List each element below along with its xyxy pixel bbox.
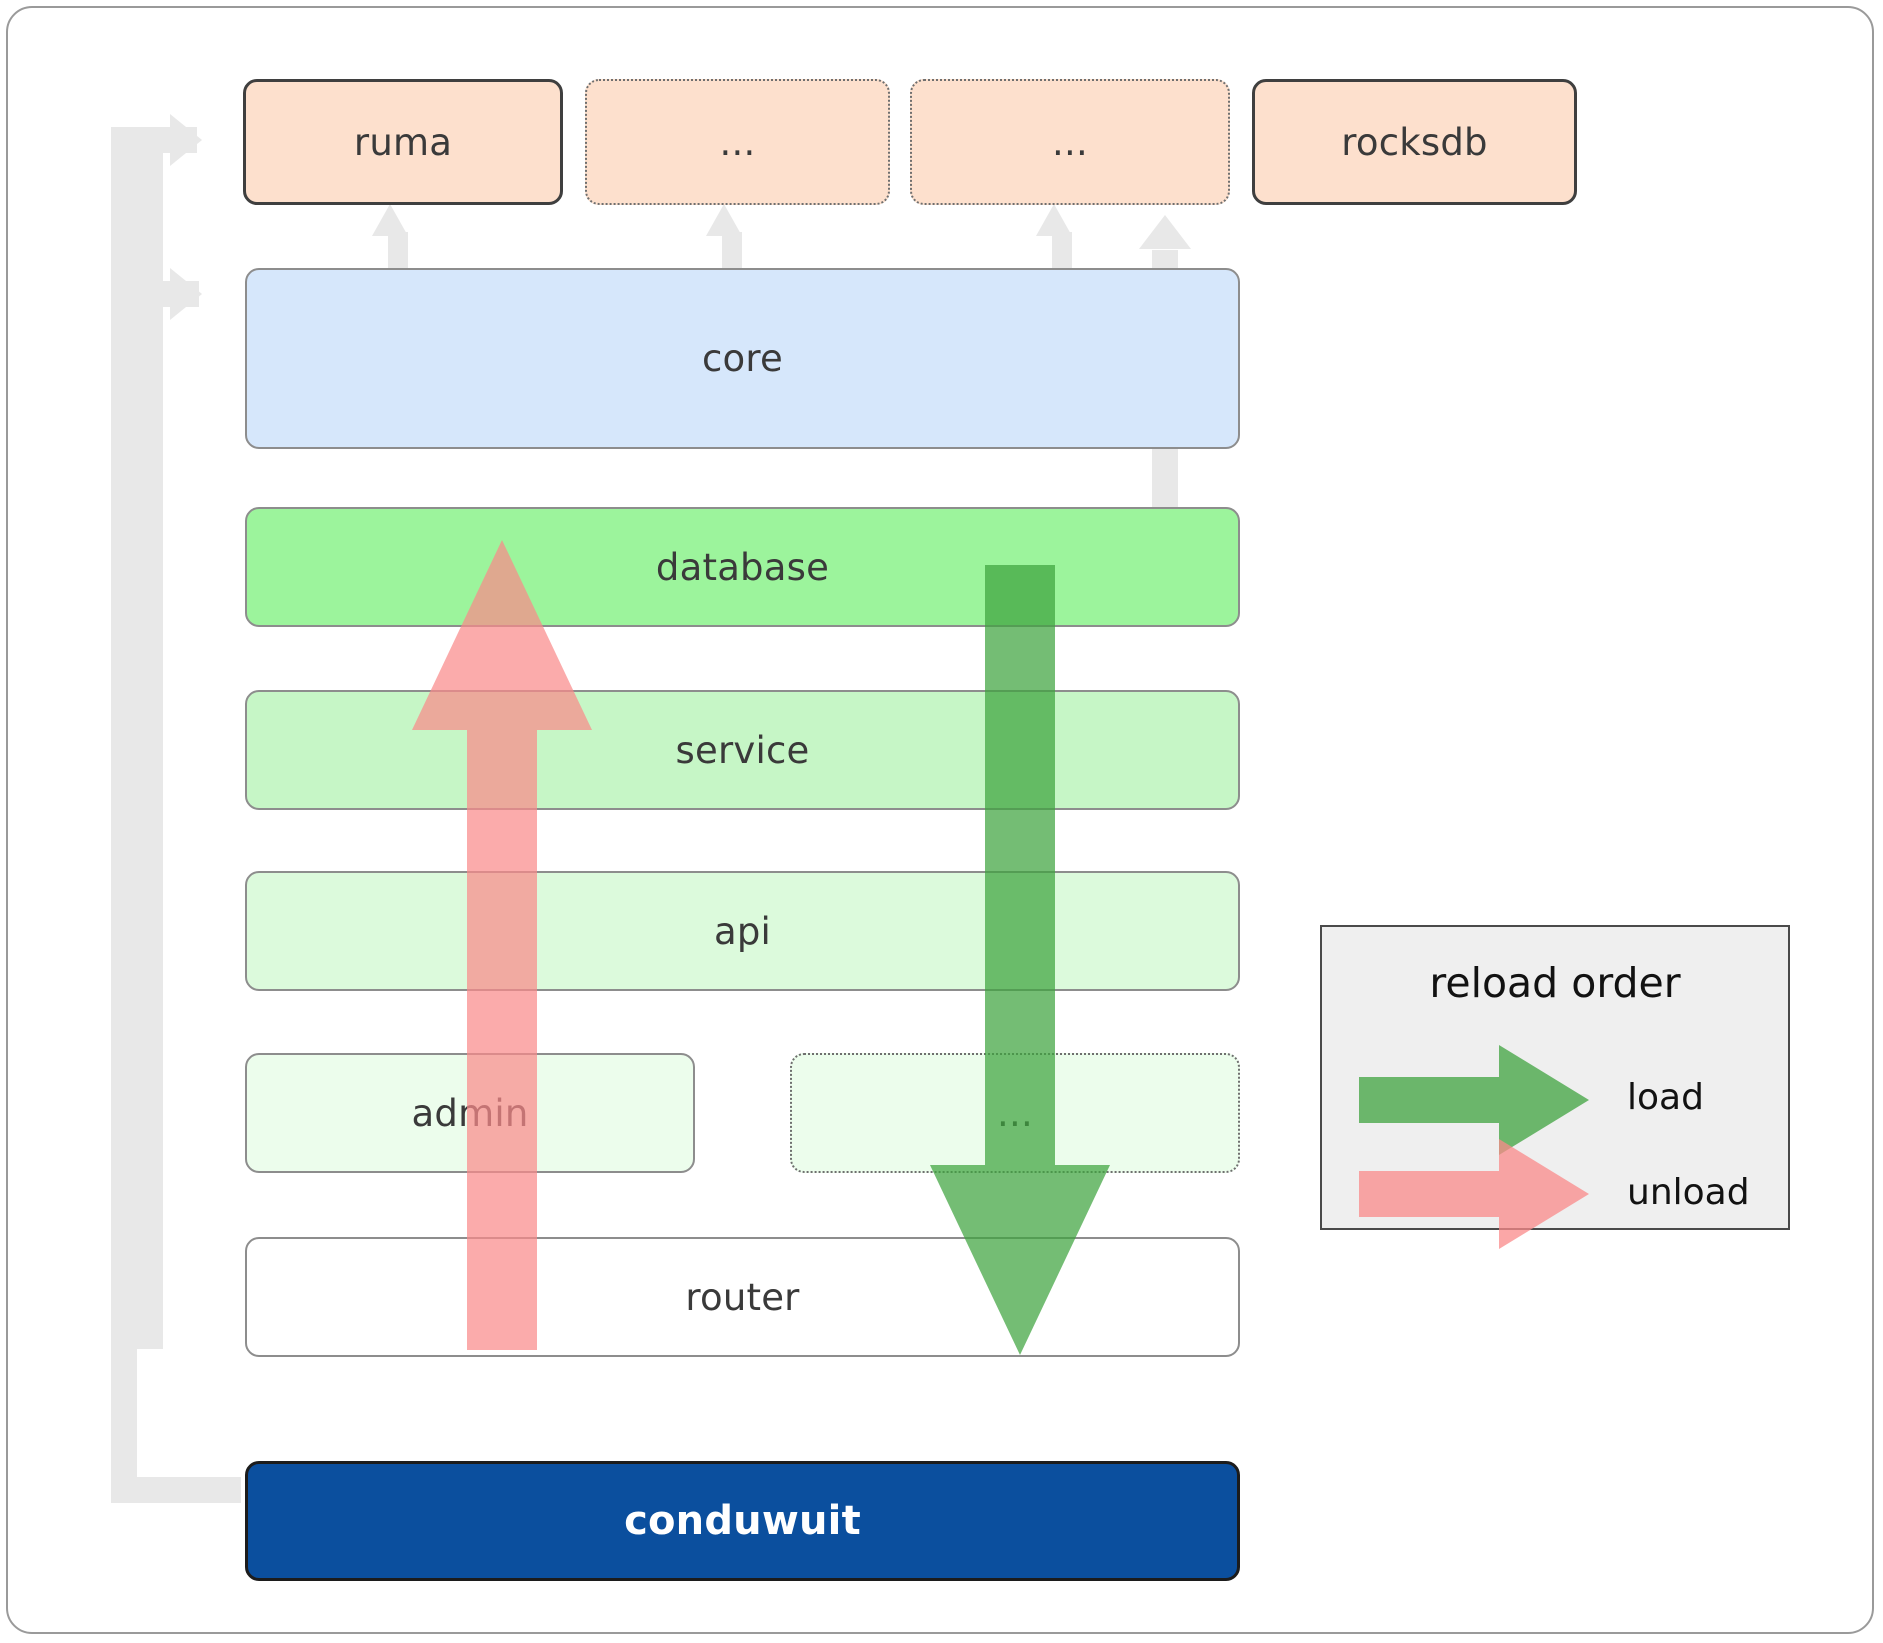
- node-rocksdb[interactable]: rocksdb: [1252, 79, 1577, 205]
- connector-arrowhead-core-ruma: [372, 204, 408, 236]
- node-conduwuit-label: conduwuit: [624, 1498, 861, 1544]
- connector-core-to-dots1-stem: [722, 232, 742, 276]
- node-top-ellipsis-1[interactable]: ...: [585, 79, 890, 205]
- node-conduwuit[interactable]: conduwuit: [245, 1461, 1240, 1581]
- connector-arrowhead-core-dots2: [1036, 204, 1072, 236]
- node-top-ellipsis-2-label: ...: [1052, 120, 1088, 164]
- node-service[interactable]: service: [245, 690, 1240, 810]
- node-ruma-label: ruma: [353, 120, 453, 164]
- connector-arrowhead-ruma: [170, 114, 202, 166]
- node-service-label: service: [675, 728, 810, 772]
- connector-arrowhead-core: [170, 268, 202, 320]
- node-database[interactable]: database: [245, 507, 1240, 627]
- node-core-label: core: [702, 337, 783, 380]
- node-core[interactable]: core: [245, 268, 1240, 449]
- legend-load-arrow-icon: [1359, 1045, 1589, 1155]
- node-router[interactable]: router: [245, 1237, 1240, 1357]
- connector-trunk-outer-bottom: [111, 1477, 241, 1503]
- connector-arrowhead-core-dots1: [706, 204, 742, 236]
- connector-core-to-dots2-stem: [1052, 232, 1072, 276]
- node-rocksdb-label: rocksdb: [1341, 120, 1488, 164]
- node-ruma[interactable]: ruma: [243, 79, 563, 205]
- connector-trunk-outer-vertical: [111, 127, 137, 1503]
- node-router-label: router: [685, 1275, 800, 1319]
- load-arrow: [930, 565, 1110, 1355]
- node-api[interactable]: api: [245, 871, 1240, 991]
- legend-unload-label: unload: [1627, 1172, 1750, 1213]
- legend-load-label: load: [1627, 1077, 1704, 1118]
- legend-title: reload order: [1429, 959, 1681, 1007]
- connector-arrowhead-rocksdb: [1139, 215, 1191, 249]
- legend-panel: reload order load unload: [1320, 925, 1790, 1249]
- node-api-label: api: [713, 909, 772, 953]
- node-database-label: database: [655, 545, 830, 589]
- connector-trunk-inner-vertical: [137, 127, 163, 1349]
- connector-core-to-ruma-stem: [388, 232, 408, 276]
- legend-unload-arrow-icon: [1359, 1139, 1589, 1249]
- node-top-ellipsis-2[interactable]: ...: [910, 79, 1230, 205]
- unload-arrow: [412, 540, 592, 1350]
- node-top-ellipsis-1-label: ...: [719, 120, 756, 164]
